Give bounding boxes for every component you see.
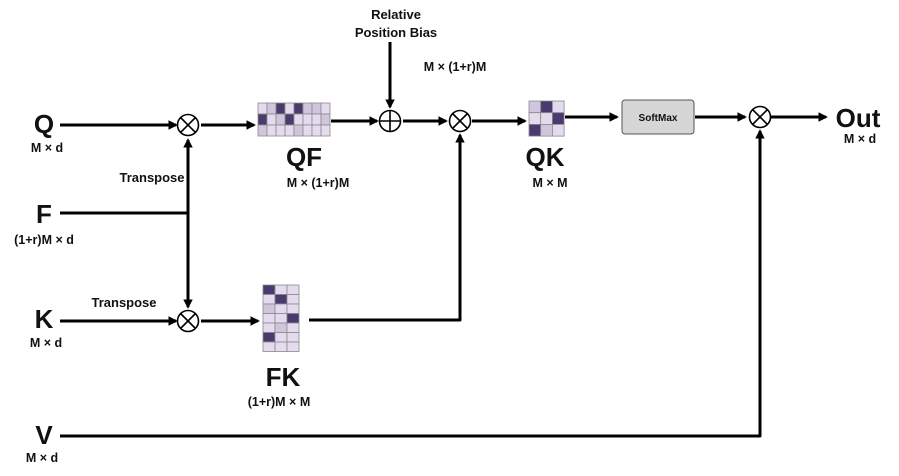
fk-matrix-cell <box>286 332 300 343</box>
fk-matrix-cell <box>262 341 276 352</box>
multiply-node-attn-v <box>748 105 772 129</box>
qk-matrix-cell <box>552 112 565 125</box>
qf-matrix <box>257 102 331 137</box>
k-label: K <box>35 304 54 334</box>
fk-matrix-cell <box>286 294 300 305</box>
qk-matrix-cell <box>540 100 553 114</box>
qf-matrix-cell <box>311 102 322 115</box>
fk-matrix-cell <box>286 322 300 333</box>
bias-label-line1: Relative <box>371 7 421 22</box>
qk-matrix-cell <box>528 112 542 125</box>
qf-matrix-cell <box>284 124 295 137</box>
fk-matrix-cell <box>274 284 288 295</box>
fk-to-mult2-arrow <box>309 133 465 322</box>
bias-label-line2: Position Bias <box>355 25 437 40</box>
multiply-node-f-k <box>176 309 200 333</box>
qf-matrix-cell <box>293 102 304 115</box>
fk-matrix-cell <box>262 284 276 295</box>
v-dim: M × d <box>26 451 58 465</box>
f-dim: (1+r)M × d <box>14 233 74 247</box>
fk-matrix-cell <box>286 313 300 324</box>
bias-dim: M × (1+r)M <box>424 60 487 74</box>
k-dim: M × d <box>30 336 62 350</box>
qf-matrix-cell <box>275 113 286 126</box>
fk-matrix-cell <box>274 303 288 314</box>
qf-matrix-cell <box>320 113 331 126</box>
fk-matrix-cell <box>262 322 276 333</box>
qk-label: QK <box>526 142 565 172</box>
qf-matrix-cell <box>302 113 313 126</box>
qf-matrix-cell <box>311 113 322 126</box>
softmax-box <box>621 99 695 135</box>
qk-matrix-cell <box>528 100 542 114</box>
qf-matrix-cell <box>275 102 286 115</box>
fk-matrix-cell <box>286 284 300 295</box>
fk-matrix-cell <box>286 341 300 352</box>
fk-matrix-cell <box>262 332 276 343</box>
qf-matrix-cell <box>311 124 322 137</box>
out-dim: M × d <box>844 132 876 146</box>
fk-label: FK <box>266 362 301 392</box>
qf-matrix-cell <box>320 124 331 137</box>
qk-matrix-cell <box>552 100 565 114</box>
qk-matrix-cell <box>540 112 553 125</box>
qk-matrix <box>528 100 565 137</box>
qf-dim: M × (1+r)M <box>287 176 350 190</box>
fk-matrix-cell <box>274 313 288 324</box>
qf-label: QF <box>286 142 322 172</box>
fk-matrix-cell <box>274 294 288 305</box>
qk-matrix-cell <box>540 124 553 137</box>
v-to-mult3-arrow <box>60 129 765 438</box>
qf-matrix-cell <box>257 113 268 126</box>
multiply-node-q-f <box>176 113 200 137</box>
multiply-node-qf-fk <box>448 109 472 133</box>
qk-matrix-cell <box>528 124 542 137</box>
out-label: Out <box>836 103 881 133</box>
qf-matrix-cell <box>320 102 331 115</box>
qk-matrix-cell <box>552 124 565 137</box>
q-label: Q <box>34 109 54 139</box>
qf-matrix-cell <box>302 102 313 115</box>
fk-matrix-cell <box>274 332 288 343</box>
fk-matrix-cell <box>262 313 276 324</box>
fk-dim: (1+r)M × M <box>248 395 311 409</box>
qf-matrix-cell <box>266 124 277 137</box>
qf-matrix-cell <box>284 113 295 126</box>
softmax-label: SoftMax <box>639 113 678 124</box>
fk-matrix <box>262 284 300 352</box>
qf-matrix-cell <box>266 113 277 126</box>
qf-matrix-cell <box>275 124 286 137</box>
fk-matrix-cell <box>274 322 288 333</box>
qf-matrix-cell <box>257 124 268 137</box>
qf-matrix-cell <box>293 124 304 137</box>
fk-matrix-cell <box>262 294 276 305</box>
transpose-label-top: Transpose <box>119 170 184 185</box>
fk-matrix-cell <box>262 303 276 314</box>
fk-matrix-cell <box>274 341 288 352</box>
qf-matrix-cell <box>257 102 268 115</box>
transpose-label-bottom: Transpose <box>91 295 156 310</box>
qf-matrix-cell <box>302 124 313 137</box>
qf-matrix-cell <box>293 113 304 126</box>
qk-dim: M × M <box>532 176 567 190</box>
add-node-bias <box>378 109 402 133</box>
q-dim: M × d <box>31 141 63 155</box>
qf-matrix-cell <box>284 102 295 115</box>
f-label: F <box>36 199 52 229</box>
qf-matrix-cell <box>266 102 277 115</box>
fk-matrix-cell <box>286 303 300 314</box>
v-label: V <box>35 420 53 450</box>
